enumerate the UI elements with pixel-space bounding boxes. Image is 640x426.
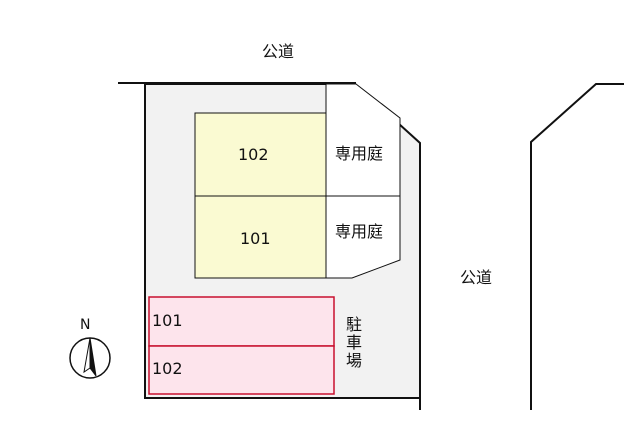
road-label-top: 公道 bbox=[262, 42, 295, 61]
unit-101-box bbox=[194, 195, 327, 279]
unit-102-box bbox=[194, 112, 327, 197]
parking-space-label-101: 101 bbox=[152, 311, 183, 330]
parking-space-101-box bbox=[148, 296, 335, 347]
parking-space-label-102: 102 bbox=[152, 359, 183, 378]
unit-number-101: 101 bbox=[240, 229, 271, 248]
parking-label: 駐車場 bbox=[343, 316, 362, 370]
road-label-right: 公道 bbox=[460, 268, 493, 287]
compass-icon bbox=[69, 337, 111, 379]
unit-number-102: 102 bbox=[238, 145, 269, 164]
parking-space-102-box bbox=[148, 345, 335, 395]
private-garden-area bbox=[325, 83, 401, 279]
compass-north-letter: N bbox=[80, 317, 91, 333]
garden-label-102: 専用庭 bbox=[335, 144, 384, 163]
right-road-edge bbox=[530, 83, 624, 410]
garden-label-101: 専用庭 bbox=[335, 222, 384, 241]
